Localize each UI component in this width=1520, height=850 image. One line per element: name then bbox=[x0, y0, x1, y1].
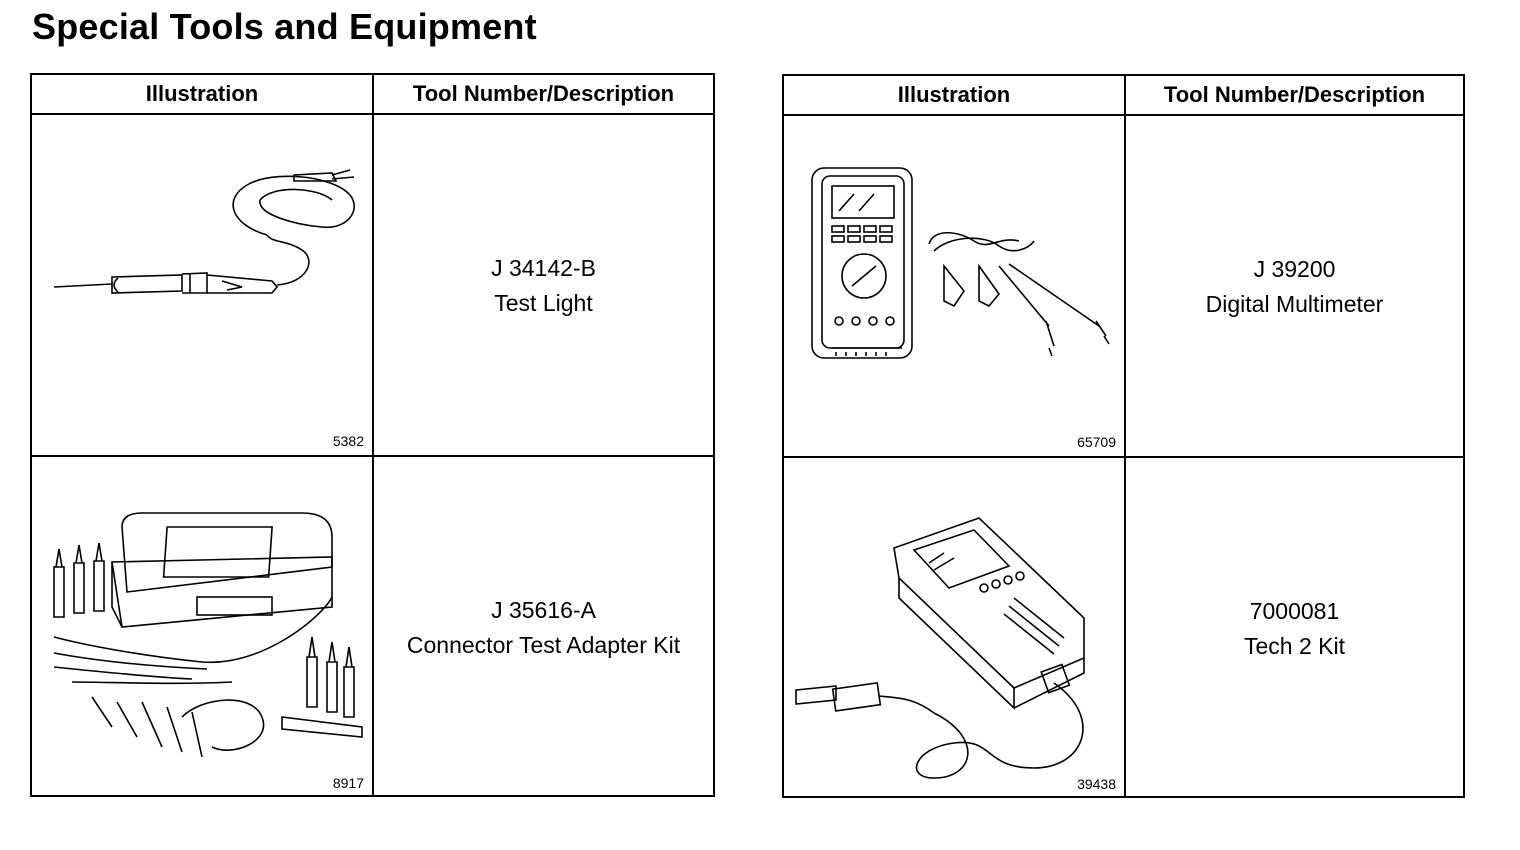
multimeter-description-cell: J 39200 Digital Multimeter bbox=[1126, 116, 1463, 456]
multimeter-illustration bbox=[811, 167, 1110, 359]
description-header: Tool Number/Description bbox=[1163, 82, 1426, 107]
adapter-kit-illustration-cell: 8917 bbox=[32, 457, 372, 797]
tool-description: Tech 2 Kit bbox=[1244, 633, 1345, 659]
adapter-kit-illustration bbox=[53, 512, 363, 758]
description-header: Tool Number/Description bbox=[412, 81, 675, 106]
tools-table-left: Illustration Tool Number/Description 538… bbox=[30, 73, 715, 797]
tool-number: J 39200 bbox=[1253, 256, 1336, 282]
illustration-header: Illustration bbox=[145, 81, 259, 106]
tools-table-right: Illustration Tool Number/Description bbox=[782, 74, 1465, 798]
figure-number: 65709 bbox=[1077, 434, 1116, 450]
tech2-illustration bbox=[795, 517, 1085, 779]
tech2-illustration-cell: 39438 bbox=[784, 458, 1124, 798]
tool-description: Connector Test Adapter Kit bbox=[406, 632, 681, 658]
tech2-description-cell: 7000081 Tech 2 Kit bbox=[1126, 458, 1463, 798]
column-divider bbox=[372, 75, 374, 795]
illustration-header: Illustration bbox=[897, 82, 1011, 107]
test-light-illustration bbox=[53, 169, 355, 294]
test-light-description-cell: J 34142-B Test Light bbox=[374, 115, 713, 455]
row-divider bbox=[32, 455, 713, 457]
figure-number: 39438 bbox=[1077, 776, 1116, 792]
adapter-kit-description-cell: J 35616-A Connector Test Adapter Kit bbox=[374, 457, 713, 797]
column-divider bbox=[1124, 76, 1126, 796]
page-title: Special Tools and Equipment bbox=[32, 6, 537, 47]
tool-description: Digital Multimeter bbox=[1205, 291, 1384, 317]
tool-number: J 35616-A bbox=[491, 597, 596, 623]
figure-number: 8917 bbox=[332, 775, 364, 791]
table-header: Illustration Tool Number/Description bbox=[784, 76, 1463, 116]
test-light-illustration-cell: 5382 bbox=[32, 115, 372, 455]
tool-number: 7000081 bbox=[1249, 598, 1340, 624]
figure-number: 5382 bbox=[332, 433, 364, 449]
multimeter-illustration-cell: 65709 bbox=[784, 116, 1124, 456]
row-divider bbox=[784, 456, 1463, 458]
tool-number: J 34142-B bbox=[491, 255, 596, 281]
tool-description: Test Light bbox=[494, 290, 593, 316]
